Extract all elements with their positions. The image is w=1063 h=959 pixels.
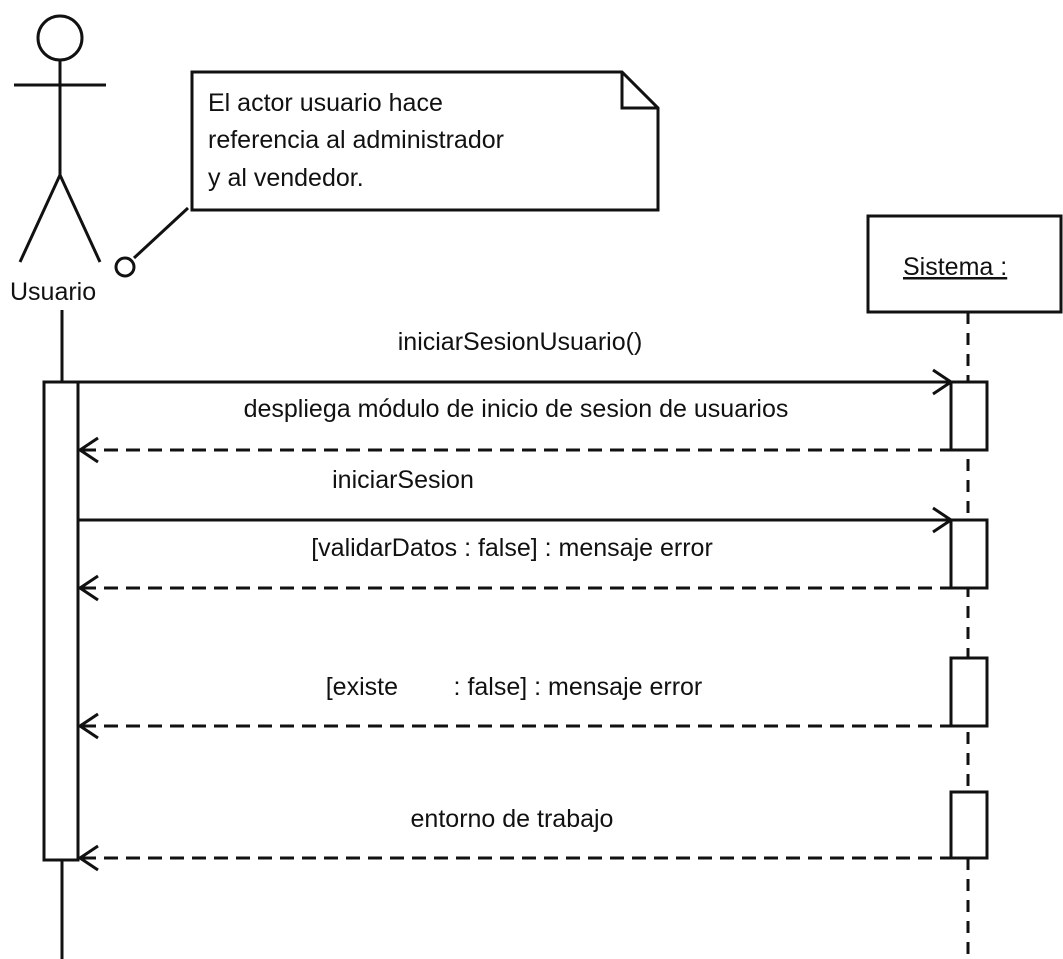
message-4: [validarDatos : false] : mensaje error xyxy=(77,534,951,602)
actor-activation xyxy=(42,380,80,862)
system-name: Sistema : xyxy=(903,253,1007,281)
message-3: iniciarSesion xyxy=(78,466,954,534)
message-6-arrowhead xyxy=(77,844,99,872)
message-4-label: [validarDatos : false] : mensaje error xyxy=(311,534,713,562)
actor-usuario: Usuario xyxy=(10,14,106,306)
message-1-arrowhead xyxy=(932,368,954,396)
message-6: entorno de trabajo xyxy=(77,805,951,872)
note-line-1: El actor usuario hace xyxy=(208,89,443,117)
system-box xyxy=(866,214,1063,314)
message-3-label: iniciarSesion xyxy=(332,466,474,494)
system-object: Sistema : xyxy=(866,214,1063,314)
note-fold xyxy=(620,72,658,110)
message-5-label: [existe : false] : mensaje error xyxy=(326,673,703,701)
message-4-arrowhead xyxy=(77,574,99,602)
note-line-3: y al vendedor. xyxy=(208,164,364,192)
note: El actor usuario hace referencia al admi… xyxy=(190,70,660,212)
system-activation-1 xyxy=(949,380,989,452)
message-3-arrowhead xyxy=(932,506,954,534)
note-anchor xyxy=(114,256,136,278)
message-1: iniciarSesionUsuario() xyxy=(78,328,954,396)
note-box xyxy=(190,70,660,212)
actor-name: Usuario xyxy=(10,278,96,306)
message-1-label: iniciarSesionUsuario() xyxy=(398,328,643,356)
actor-right-leg xyxy=(58,174,102,263)
message-5-arrowhead xyxy=(77,712,99,740)
note-line-2: referencia al administrador xyxy=(208,126,504,154)
message-2-arrowhead xyxy=(77,436,99,464)
message-2-label: despliega módulo de inicio de sesion de … xyxy=(244,395,789,423)
system-activation-2 xyxy=(949,518,989,590)
message-5: [existe : false] : mensaje error xyxy=(77,673,951,740)
message-2: despliega módulo de inicio de sesion de … xyxy=(77,395,951,464)
message-6-label: entorno de trabajo xyxy=(411,805,614,833)
system-activation-3 xyxy=(949,656,989,728)
actor-head xyxy=(36,14,84,62)
system-activation-4 xyxy=(949,790,989,860)
actor-left-leg xyxy=(18,174,62,263)
note-connector xyxy=(132,206,190,260)
